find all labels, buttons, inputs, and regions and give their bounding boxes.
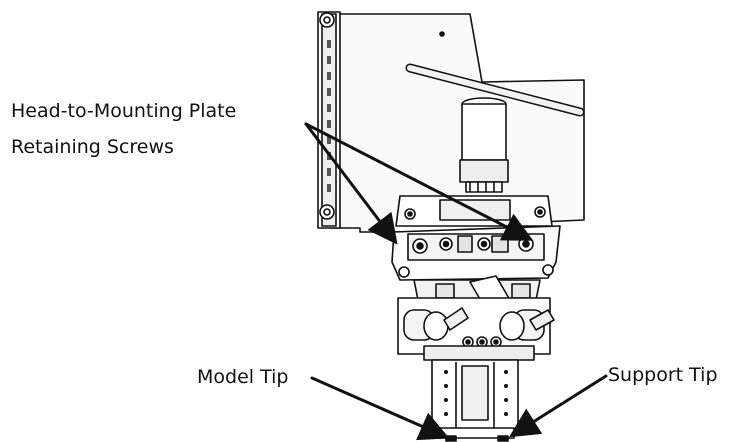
support-tip-label: Support Tip bbox=[608, 364, 718, 386]
print-head-assembly bbox=[317, 11, 585, 442]
motor bbox=[459, 97, 509, 193]
arrow-model-tip bbox=[310, 376, 450, 441]
screws-label-line1: Head-to-Mounting Plate bbox=[11, 100, 237, 122]
model-tip bbox=[445, 435, 457, 442]
arrow-support-tip bbox=[508, 374, 608, 438]
mounting-plate bbox=[317, 11, 585, 233]
retaining-screw-right bbox=[518, 236, 534, 252]
screws-label-line2: Retaining Screws bbox=[11, 136, 174, 158]
left-knob bbox=[403, 307, 469, 341]
feeder-body bbox=[397, 297, 555, 361]
right-knob bbox=[499, 309, 555, 341]
nozzle-block bbox=[431, 359, 519, 442]
arrow-screws-left bbox=[304, 122, 398, 245]
retaining-screw-left bbox=[412, 238, 428, 254]
arrow-screws-right bbox=[304, 122, 534, 241]
support-tip bbox=[497, 435, 509, 442]
model-tip-label: Model Tip bbox=[197, 366, 289, 388]
head-body bbox=[391, 225, 561, 281]
